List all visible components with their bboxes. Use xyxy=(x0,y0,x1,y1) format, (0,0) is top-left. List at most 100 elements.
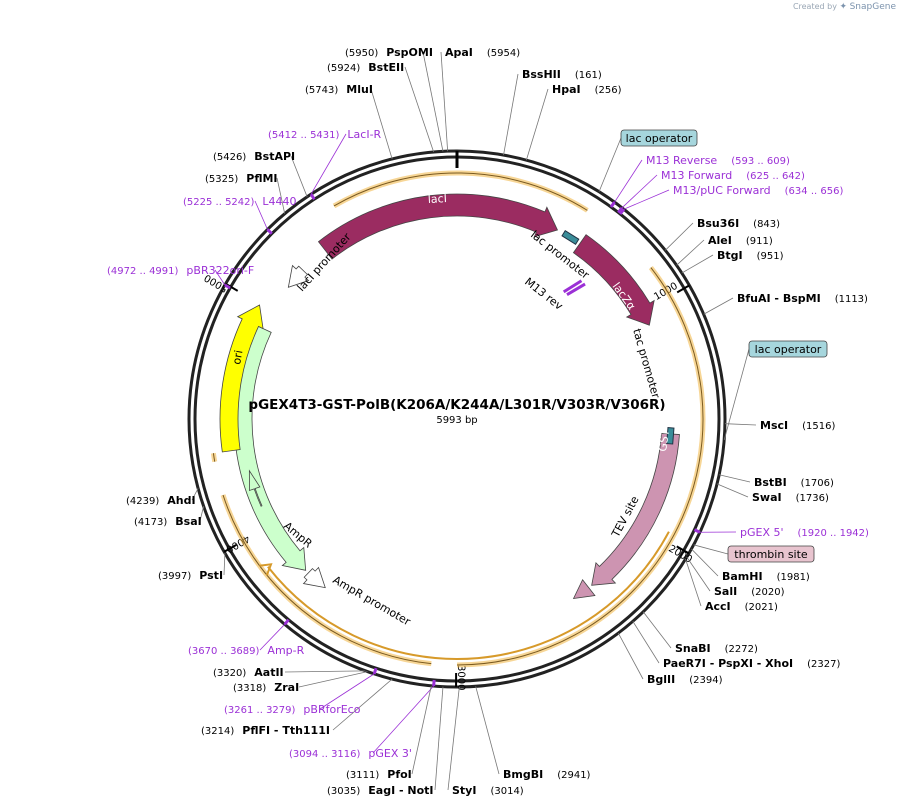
label-name-paer7i-pspxi-xhoi: PaeR7I - PspXI - XhoI xyxy=(663,657,793,670)
enzyme-ahdi: (4239)AhdI xyxy=(126,494,196,507)
label-name-msci: MscI xyxy=(760,419,788,432)
label-name-pbr322ori-f: pBR322ori-F xyxy=(186,264,254,277)
enzyme-swai: SwaI (1736) xyxy=(752,491,829,504)
label-position-bsteii: (5924) xyxy=(327,63,360,74)
label-bamhi: BamHI (1981) xyxy=(722,570,810,583)
label-position-pbr322ori-f: (4972 .. 4991) xyxy=(107,266,179,277)
tick-label-2000: 2000 xyxy=(666,543,694,565)
primer-m13-reverse: M13 Reverse (593 .. 609) xyxy=(646,154,790,167)
connector-mlui xyxy=(371,89,392,159)
label-position-bstbi: (1706) xyxy=(801,478,834,489)
connector-bamhi xyxy=(691,549,718,576)
primer-l4440: (5225 .. 5242)L4440 xyxy=(183,195,297,208)
connector-bsshii xyxy=(504,74,518,155)
label-paer7i-pspxi-xhoi: PaeR7I - PspXI - XhoI(2327) xyxy=(663,657,841,670)
label-swai: SwaI (1736) xyxy=(752,491,829,504)
label-position-swai: (1736) xyxy=(796,493,829,504)
label-m13-puc-forward: M13/pUC Forward(634 .. 656) xyxy=(673,184,843,197)
label-name-mlui: MluI xyxy=(346,83,373,96)
label-psti: (3997) PstI xyxy=(158,569,223,582)
connector-snabi xyxy=(643,612,671,648)
label-pbr322ori-f: (4972 .. 4991) pBR322ori-F xyxy=(107,264,254,277)
label-name-bsshii: BssHII xyxy=(522,68,561,81)
connector-aatii xyxy=(285,671,365,672)
box-label-thrombin-site: thrombin site xyxy=(734,548,808,561)
highlight-arc-2 xyxy=(223,495,431,664)
enzyme-bsai: (4173) BsaI xyxy=(134,515,202,528)
primer-site-l4440 xyxy=(267,229,271,233)
label-hpai: HpaI(256) xyxy=(552,83,622,96)
label-m13-forward: M13 Forward(625 .. 642) xyxy=(661,169,805,182)
enzyme-eagi-noti: (3035)EagI - NotI xyxy=(327,784,434,797)
label-name-swai: SwaI xyxy=(752,491,782,504)
connector-lac-operator-2 xyxy=(724,349,749,440)
label-name-l4440: L4440 xyxy=(262,195,296,208)
enzyme-zrai: (3318)ZraI xyxy=(233,681,299,694)
label-name-bsai: BsaI xyxy=(175,515,201,528)
label-position-pflmi: (5325) xyxy=(205,174,238,185)
label-position-m13-reverse: (593 .. 609) xyxy=(731,156,790,167)
m13-rev-label: M13 rev xyxy=(522,275,565,313)
primer-amp-r: (3670 .. 3689) Amp-R xyxy=(188,644,305,657)
connector-hpai xyxy=(526,89,548,160)
label-name-m13-reverse: M13 Reverse xyxy=(646,154,717,167)
label-position-bmgbi: (2941) xyxy=(557,770,590,781)
label-position-hpai: (256) xyxy=(595,85,622,96)
enzyme-pspomi: (5950)PspOMI xyxy=(345,46,433,59)
enzyme-alei: AleI(911) xyxy=(708,234,773,247)
connector-m13-reverse xyxy=(615,160,642,202)
connector-psti xyxy=(224,553,225,575)
label-position-amp-r: (3670 .. 3689) xyxy=(188,646,260,657)
label-eagi-noti: (3035)EagI - NotI xyxy=(327,784,434,797)
label-pflfi-tth111i: (3214)PflFI - Tth111I xyxy=(201,724,330,737)
label-name-pbrforeco: pBRforEco xyxy=(303,703,360,716)
label-name-snabi: SnaBI xyxy=(675,642,711,655)
label-position-pbrforeco: (3261 .. 3279) xyxy=(224,705,296,716)
lacZa-feature xyxy=(573,235,654,325)
enzyme-apai: ApaI(5954) xyxy=(445,46,520,59)
box-label-lac-operator-1: lac operator xyxy=(626,132,693,145)
connector-msci xyxy=(725,424,756,425)
connector-btgi xyxy=(682,255,713,273)
label-pflmi: (5325)PflMI xyxy=(205,172,278,185)
label-pbrforeco: (3261 .. 3279) pBRforEco xyxy=(224,703,361,716)
label-aatii: (3320)AatII xyxy=(213,666,284,679)
connector-pgex-3 xyxy=(373,686,434,753)
label-position-psti: (3997) xyxy=(158,571,191,582)
label-name-bglii: BglII xyxy=(647,673,675,686)
label-name-m13-puc-forward: M13/pUC Forward xyxy=(673,184,771,197)
plasmid-length: 5993 bp xyxy=(436,415,477,426)
label-position-bsai: (4173) xyxy=(134,517,167,528)
label-name-amp-r: Amp-R xyxy=(267,644,304,657)
box-label-lac-operator-2: lac operator xyxy=(755,343,822,356)
label-position-pspomi: (5950) xyxy=(345,48,378,59)
label-m13-reverse: M13 Reverse (593 .. 609) xyxy=(646,154,790,167)
label-mlui: (5743)MluI xyxy=(305,83,373,96)
label-sali: SalI(2020) xyxy=(714,585,785,598)
connector-eagi-noti xyxy=(435,687,443,790)
enzyme-bglii: BglII(2394) xyxy=(647,673,723,686)
plasmid-title: pGEX4T3-GST-PolB(K206A/K244A/L301R/V303R… xyxy=(248,397,665,413)
enzyme-msci: MscI(1516) xyxy=(760,419,835,432)
label-name-pgex-5: pGEX 5' xyxy=(740,526,784,539)
label-name-bfuai-bspmi: BfuAI - BspMI xyxy=(737,292,821,305)
label-name-bamhi: BamHI xyxy=(722,570,763,583)
primer-pbr322ori-f: (4972 .. 4991) pBR322ori-F xyxy=(107,264,254,277)
label-name-bstapi: BstAPI xyxy=(254,150,295,163)
connector-apai xyxy=(441,52,448,151)
label-name-pflfi-tth111i: PflFI - Tth111I xyxy=(242,724,330,737)
label-position-pfoi: (3111) xyxy=(346,770,379,781)
connector-pspomi xyxy=(423,52,443,151)
label-name-acci: AccI xyxy=(705,600,731,613)
label-bsshii: BssHII(161) xyxy=(522,68,602,81)
enzyme-pflfi-tth111i: (3214)PflFI - Tth111I xyxy=(201,724,330,737)
primer-site-pgex-3 xyxy=(434,680,435,686)
label-name-psti: PstI xyxy=(199,569,223,582)
connector-bsteii xyxy=(405,67,434,152)
label-position-bamhi: (1981) xyxy=(777,572,810,583)
enzyme-snabi: SnaBI(2272) xyxy=(675,642,758,655)
label-styi: StyI(3014) xyxy=(452,784,524,797)
primer-site-pgex-5 xyxy=(694,530,699,533)
label-pgex-3: (3094 .. 3116)pGEX 3' xyxy=(289,747,412,760)
